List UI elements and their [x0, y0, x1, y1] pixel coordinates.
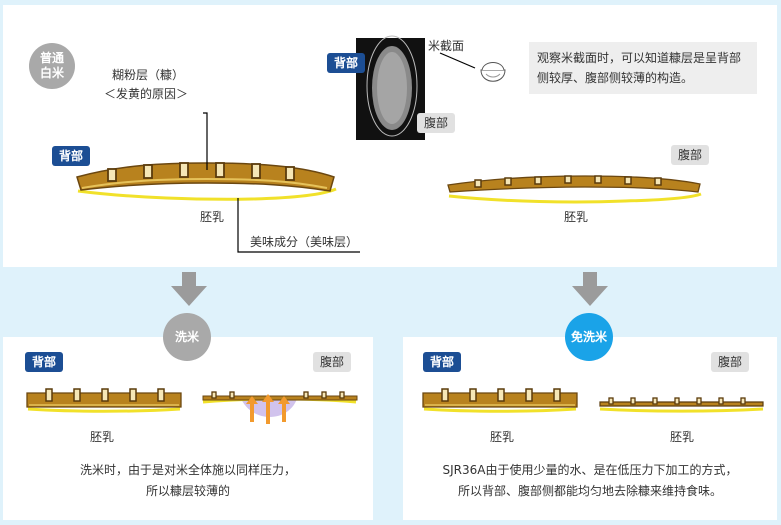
- washing-caption-line-2: 所以糠层较薄的: [145, 484, 230, 498]
- rice-grain-outline: [366, 35, 418, 137]
- belly-tag-top: 腹部: [671, 145, 710, 165]
- back-tag-left: 背部: [25, 352, 64, 372]
- no-wash-belly-strip: [599, 397, 764, 413]
- arrow-down-right: [572, 272, 608, 306]
- rice-cross-section-thin: [447, 175, 702, 204]
- rice-cross-section-thick: [76, 162, 337, 201]
- yellowing-cause-label: ＜发黄的原因＞: [104, 87, 189, 101]
- photo-belly-tag: 腹部: [417, 113, 456, 133]
- embryo-label-right-1: 胚乳: [490, 430, 515, 444]
- ordinary-white-rice-label: 普通 白米: [39, 51, 64, 80]
- washed-back-strip: [26, 388, 182, 413]
- washing-circle-label: 洗米: [174, 329, 199, 344]
- no-wash-circle: 免洗米: [565, 313, 613, 361]
- back-tag-top: 背部: [52, 146, 91, 166]
- embryo-label-top-right: 胚乳: [564, 210, 589, 224]
- no-wash-back-strip: [422, 388, 578, 413]
- no-wash-caption-line-1: SJR36A由于使用少量的水、是在低压力下加工的方式，: [442, 463, 738, 477]
- arrow-down-left: [171, 272, 207, 306]
- no-wash-circle-label: 免洗米: [570, 329, 607, 344]
- ordinary-white-rice-circle: 普通 白米: [29, 43, 75, 89]
- no-wash-caption-line-2: 所以背部、腹部侧都能均匀地去除糠来维持食味。: [457, 484, 722, 498]
- flavor-layer-label: 美味成分（美味层）: [250, 235, 359, 249]
- bran-layer-label: 糊粉层（糠）: [112, 68, 185, 82]
- belly-tag-right: 腹部: [711, 352, 750, 372]
- washed-belly-strip: [202, 391, 358, 424]
- belly-tag-left: 腹部: [313, 352, 352, 372]
- observation-note: 观察米截面时，可以知道糠层是呈背部侧较厚、腹部侧较薄的构造。: [529, 42, 757, 94]
- embryo-label-right-2: 胚乳: [670, 430, 695, 444]
- cross-section-label: 米截面: [428, 39, 465, 53]
- rice-bowl-icon: [480, 62, 506, 82]
- washing-panel: [3, 337, 373, 520]
- embryo-label-top-left: 胚乳: [200, 210, 225, 224]
- washing-caption-line-1: 洗米时，由于是对米全体施以同样压力，: [79, 463, 296, 477]
- photo-back-tag: 背部: [327, 53, 366, 73]
- embryo-label-left-1: 胚乳: [90, 430, 115, 444]
- back-tag-right: 背部: [423, 352, 462, 372]
- washing-circle: 洗米: [163, 313, 211, 361]
